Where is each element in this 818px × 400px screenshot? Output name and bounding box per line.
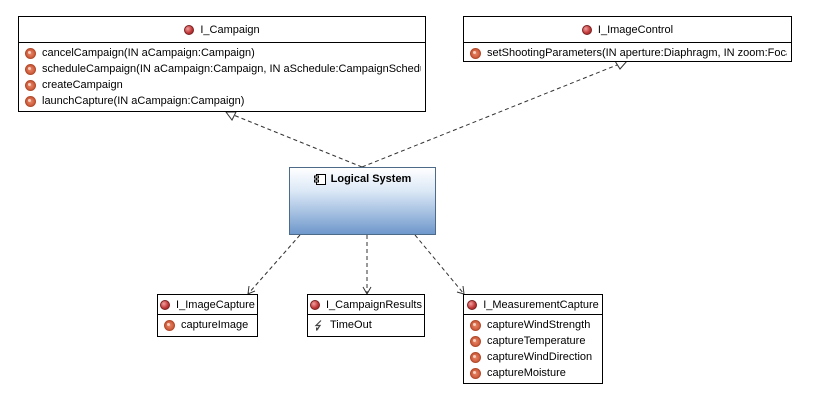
operation-label: scheduleCampaign(IN aCampaign:Campaign, … <box>42 63 421 75</box>
usage-to-i-campaignresults[interactable] <box>362 235 372 296</box>
interface-name: I_ImageCapture <box>176 298 255 311</box>
interface-i-imagecontrol[interactable]: I_ImageControl setShootingParameters(IN … <box>463 16 792 62</box>
realization-to-i-campaign[interactable] <box>225 111 363 168</box>
interface-i-campaignresults[interactable]: I_CampaignResults TimeOut <box>307 294 425 337</box>
interface-name: I_ImageControl <box>597 23 674 36</box>
operation-item[interactable]: setShootingParameters(IN aperture:Diaphr… <box>470 45 787 61</box>
interface-i-campaign[interactable]: I_Campaign cancelCampaign(IN aCampaign:C… <box>18 16 426 112</box>
operation-item[interactable]: captureWindDirection <box>470 349 598 365</box>
operation-icon <box>164 319 175 331</box>
operation-item[interactable]: captureMoisture <box>470 365 598 381</box>
operation-label: launchCapture(IN aCampaign:Campaign) <box>42 95 245 107</box>
operation-label: setShootingParameters(IN aperture:Diaphr… <box>487 47 787 59</box>
component-icon <box>313 173 326 185</box>
operation-label: captureWindDirection <box>487 351 593 363</box>
operation-icon <box>470 47 481 59</box>
usage-to-i-imagecapture[interactable] <box>247 234 301 295</box>
interface-icon <box>581 24 592 35</box>
component-logical-system[interactable]: Logical System <box>289 167 436 235</box>
interface-i-measurementcapture[interactable]: I_MeasurementCapture captureWindStrength… <box>463 294 603 384</box>
event-label: TimeOut <box>330 319 372 331</box>
operation-icon <box>470 351 481 363</box>
usage-to-i-measurementcapture[interactable] <box>414 234 465 295</box>
operation-list: setShootingParameters(IN aperture:Diaphr… <box>464 43 791 63</box>
interface-icon <box>310 299 320 310</box>
interface-i-imagecapture[interactable]: I_ImageCapture captureImage <box>157 294 258 337</box>
operation-item[interactable]: captureTemperature <box>470 333 598 349</box>
event-list: TimeOut <box>308 315 424 335</box>
interface-header: I_ImageCapture <box>158 295 257 315</box>
operation-item[interactable]: cancelCampaign(IN aCampaign:Campaign) <box>25 45 421 61</box>
interface-name: I_Campaign <box>200 23 260 36</box>
operation-list: captureWindStrength captureTemperature c… <box>464 315 602 383</box>
operation-label: captureImage <box>181 319 249 331</box>
operation-icon <box>25 79 36 91</box>
operation-label: captureWindStrength <box>487 319 591 331</box>
interface-header: I_MeasurementCapture <box>464 295 602 315</box>
component-name: Logical System <box>330 173 412 185</box>
interface-header: I_ImageControl <box>464 17 791 43</box>
interface-name: I_CampaignResults <box>326 298 422 311</box>
operation-item[interactable]: captureImage <box>164 317 253 333</box>
operation-icon <box>470 367 481 379</box>
operation-list: cancelCampaign(IN aCampaign:Campaign) sc… <box>19 43 425 111</box>
interface-header: I_Campaign <box>19 17 425 43</box>
operation-item[interactable]: scheduleCampaign(IN aCampaign:Campaign, … <box>25 61 421 77</box>
operation-icon <box>25 63 36 75</box>
operation-item[interactable]: launchCapture(IN aCampaign:Campaign) <box>25 93 421 109</box>
operation-icon <box>25 95 36 107</box>
interface-name: I_MeasurementCapture <box>483 298 599 311</box>
operation-label: captureMoisture <box>487 367 566 379</box>
operation-list: captureImage <box>158 315 257 335</box>
interface-icon <box>160 299 171 310</box>
operation-label: captureTemperature <box>487 335 586 347</box>
interface-icon <box>184 24 195 35</box>
component-header: Logical System <box>290 173 435 185</box>
operation-label: cancelCampaign(IN aCampaign:Campaign) <box>42 47 255 59</box>
operation-icon <box>25 47 36 59</box>
operation-label: createCampaign <box>42 79 123 91</box>
operation-icon <box>470 335 481 347</box>
operation-item[interactable]: createCampaign <box>25 77 421 93</box>
operation-item[interactable]: captureWindStrength <box>470 317 598 333</box>
operation-icon <box>470 319 481 331</box>
event-item[interactable]: TimeOut <box>314 317 420 333</box>
lightning-bolt-icon <box>314 319 322 331</box>
interface-header: I_CampaignResults <box>308 295 424 315</box>
interface-icon <box>467 299 478 310</box>
